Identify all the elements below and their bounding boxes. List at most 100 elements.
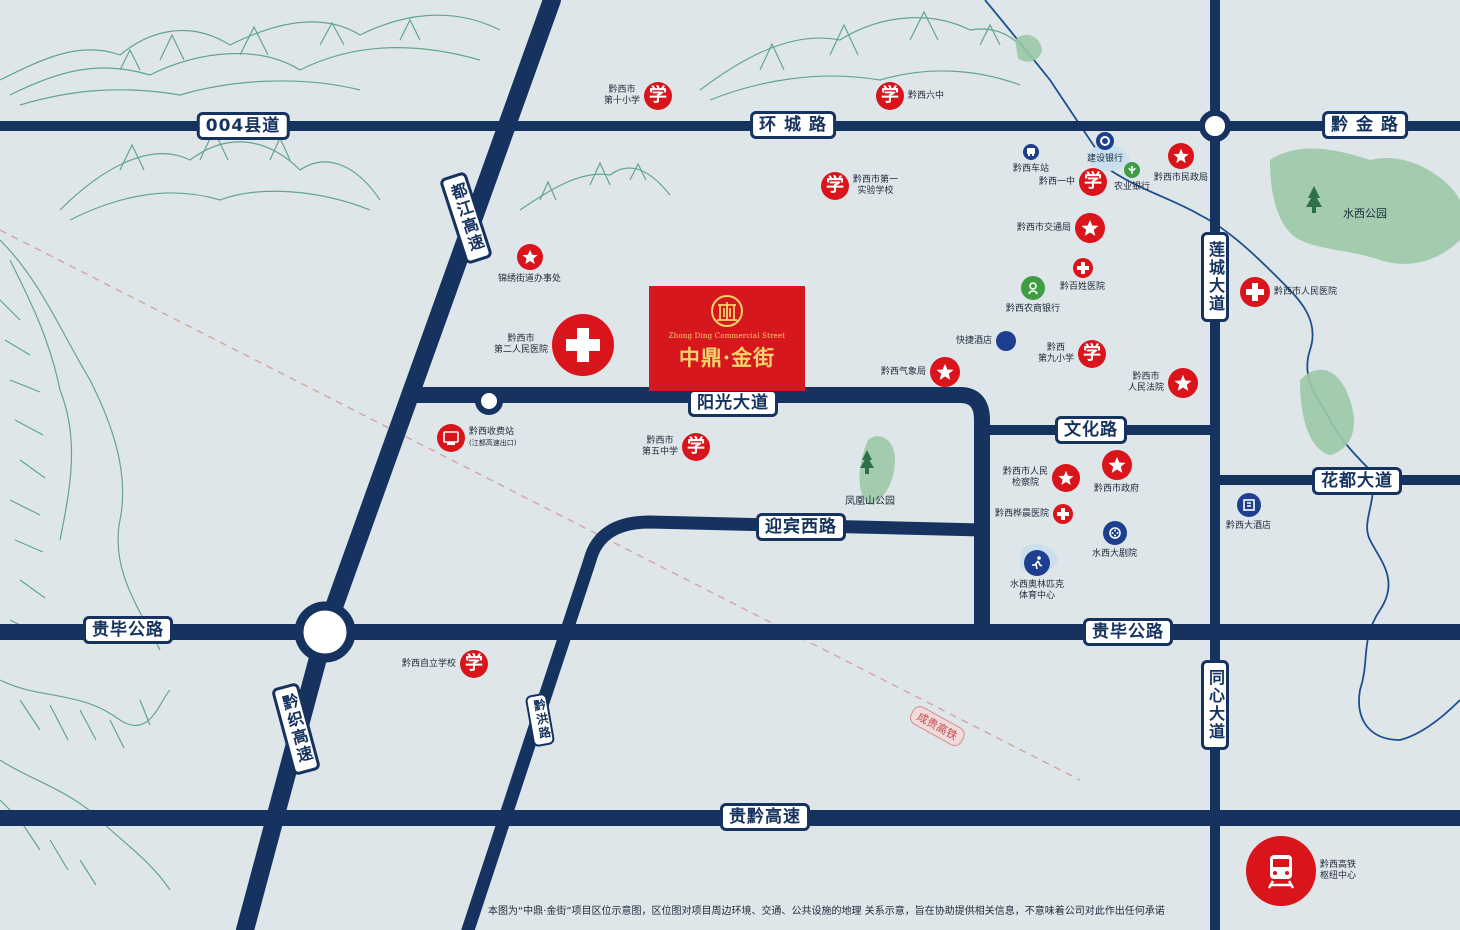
poi-sublabel: (江都高速出口)	[469, 439, 517, 447]
bank-icon	[1124, 162, 1140, 178]
poi-label: 黔西一中	[1039, 176, 1076, 187]
school-icon: 学	[1079, 168, 1108, 196]
star-icon	[1168, 368, 1199, 398]
poi-label: 水西大剧院	[1092, 549, 1138, 559]
poi-rural-bank[interactable]: 黔西农商银行	[1006, 276, 1060, 315]
poi-school-10[interactable]: 黔西市 第十小学 学	[604, 82, 673, 110]
poi-label: 黔西车站	[1013, 164, 1050, 174]
park-area	[859, 436, 895, 505]
poi-label: 黔百姓医院	[1060, 282, 1106, 292]
star-icon	[930, 357, 961, 387]
poi-label: 黔西自立学校	[402, 658, 457, 669]
poi-zili-school[interactable]: 黔西自立学校 学	[402, 650, 489, 678]
poi-label: 黔西市 人民法院	[1128, 372, 1165, 393]
poi-label: 黔西市民政局	[1154, 173, 1209, 183]
poi-yizhong[interactable]: 黔西一中 学	[1039, 168, 1108, 196]
poi-school-9[interactable]: 黔西 第九小学 学	[1038, 340, 1107, 368]
road-label-004: 004县道	[196, 112, 290, 140]
school-icon: 学	[876, 82, 904, 110]
poi-school-5[interactable]: 黔西市 第五中学 学	[642, 433, 711, 461]
poi-school-6[interactable]: 学 黔西六中	[876, 82, 944, 110]
poi-label: 水西公园	[1343, 207, 1387, 220]
train-icon	[1246, 836, 1316, 906]
poi-fenghuang-park[interactable]: 凤凰山公园	[845, 496, 895, 507]
hospital-cross-icon	[552, 314, 615, 376]
road-label-yangguang: 阳光大道	[688, 389, 778, 417]
poi-label: 黔西市政府	[1094, 484, 1140, 494]
poi-peoples-hospital[interactable]: 黔西市人民医院	[1240, 277, 1337, 307]
poi-hsr-hub[interactable]: 黔西高铁 枢纽中心	[1246, 836, 1356, 906]
road-label-guiqian: 贵黔高速	[720, 803, 810, 831]
roundabout	[294, 110, 1231, 663]
star-icon	[516, 244, 543, 270]
star-icon	[1168, 143, 1194, 169]
poi-label: 黔西市 第二人民医院	[494, 334, 549, 355]
poi-label: 锦绣街道办事处	[498, 274, 562, 284]
park-area	[1015, 34, 1042, 62]
park-area	[1270, 148, 1460, 264]
poi-jinxiu-office[interactable]: 锦绣街道办事处	[498, 244, 561, 285]
etc-toll-icon	[437, 424, 465, 452]
rail-line	[0, 229, 1081, 781]
project-english-name: Zhong Ding Commercial Street	[668, 332, 786, 340]
lake	[1090, 144, 1130, 172]
poi-label: 快捷酒店	[956, 335, 993, 346]
bank-icon	[1096, 132, 1114, 150]
hotel-icon	[996, 331, 1017, 351]
poi-label: 黔西市 第十小学	[604, 85, 641, 106]
poi-procuratorate[interactable]: 黔西市人民 检察院	[1003, 464, 1081, 492]
poi-shuixi-park[interactable]: 水西公园	[1343, 208, 1387, 219]
hotel-icon	[1236, 493, 1261, 517]
poi-label: 建设银行	[1087, 154, 1124, 164]
poi-grand-hotel[interactable]: 黔西大酒店	[1226, 493, 1271, 532]
bank-icon	[1021, 276, 1045, 300]
poi-label: 农业银行	[1114, 182, 1151, 192]
poi-label: 黔西高铁 枢纽中心	[1320, 860, 1357, 881]
project-marker[interactable]: Zhong Ding Commercial Street 中鼎·金街	[649, 286, 805, 391]
school-icon: 学	[1078, 340, 1107, 368]
poi-label: 黔西大酒店	[1226, 521, 1272, 531]
poi-bus-station[interactable]: 黔西车站	[1013, 144, 1049, 175]
project-chinese-name: 中鼎·金街	[678, 345, 776, 370]
map-disclaimer: 本图为“中鼎·金街”项目区位示意图，区位图对项目周边环境、交通、公共设施的地理 …	[488, 906, 1165, 917]
poi-construction-bank[interactable]: 建设银行	[1087, 132, 1123, 165]
poi-hospital-2[interactable]: 黔西市 第二人民医院	[494, 314, 615, 376]
film-reel-icon	[1102, 521, 1127, 545]
poi-agri-bank[interactable]: 农业银行	[1114, 162, 1150, 193]
hospital-cross-icon	[1240, 277, 1270, 307]
star-icon	[1075, 213, 1106, 243]
poi-label: 水西奥林匹克 体育中心	[1010, 580, 1065, 601]
school-icon: 学	[644, 82, 673, 110]
poi-theater[interactable]: 水西大剧院	[1092, 521, 1137, 560]
poi-sports-center[interactable]: 水西奥林匹克 体育中心	[1010, 550, 1064, 602]
poi-court[interactable]: 黔西市 人民法院	[1128, 368, 1199, 398]
poi-huachen-hospital[interactable]: 黔西桦晨医院	[995, 504, 1074, 524]
poi-label: 黔西气象局	[881, 366, 927, 377]
tree-icon	[860, 186, 1322, 474]
poi-express-hotel[interactable]: 快捷酒店	[956, 331, 1017, 351]
poi-toll-station[interactable]: 黔西收费站 (江都高速出口)	[437, 424, 516, 452]
road-label-liancheng: 莲城大道	[1201, 232, 1229, 322]
poi-school-1[interactable]: 学 黔西市第一 实验学校	[821, 172, 898, 200]
poi-baixing-hospital[interactable]: 黔百姓医院	[1060, 258, 1105, 293]
poi-civil-affairs[interactable]: 黔西市民政局	[1154, 143, 1208, 184]
hospital-cross-icon	[1072, 258, 1093, 278]
road-label-qianjin: 黔 金 路	[1322, 111, 1408, 139]
road-label-tongxin: 同心大道	[1201, 660, 1229, 750]
poi-weather-bureau[interactable]: 黔西气象局	[881, 357, 961, 387]
poi-label: 黔西市第一 实验学校	[853, 175, 899, 196]
project-logo-icon	[711, 295, 743, 327]
poi-label: 黔西市人民医院	[1274, 286, 1338, 297]
park-area	[1300, 369, 1354, 455]
poi-label: 黔西市人民 检察院	[1003, 467, 1049, 488]
poi-label: 黔西收费站	[469, 427, 515, 437]
bus-icon	[1023, 144, 1039, 160]
road-label-yingbin: 迎宾西路	[756, 513, 846, 541]
poi-label: 黔西市 第五中学	[642, 436, 679, 457]
poi-city-government[interactable]: 黔西市政府	[1094, 450, 1139, 495]
star-icon	[1101, 450, 1132, 480]
road-label-guibi-east: 贵毕公路	[1083, 618, 1173, 646]
poi-transport-bureau[interactable]: 黔西市交通局	[1017, 213, 1106, 243]
poi-label: 黔西农商银行	[1006, 304, 1061, 314]
